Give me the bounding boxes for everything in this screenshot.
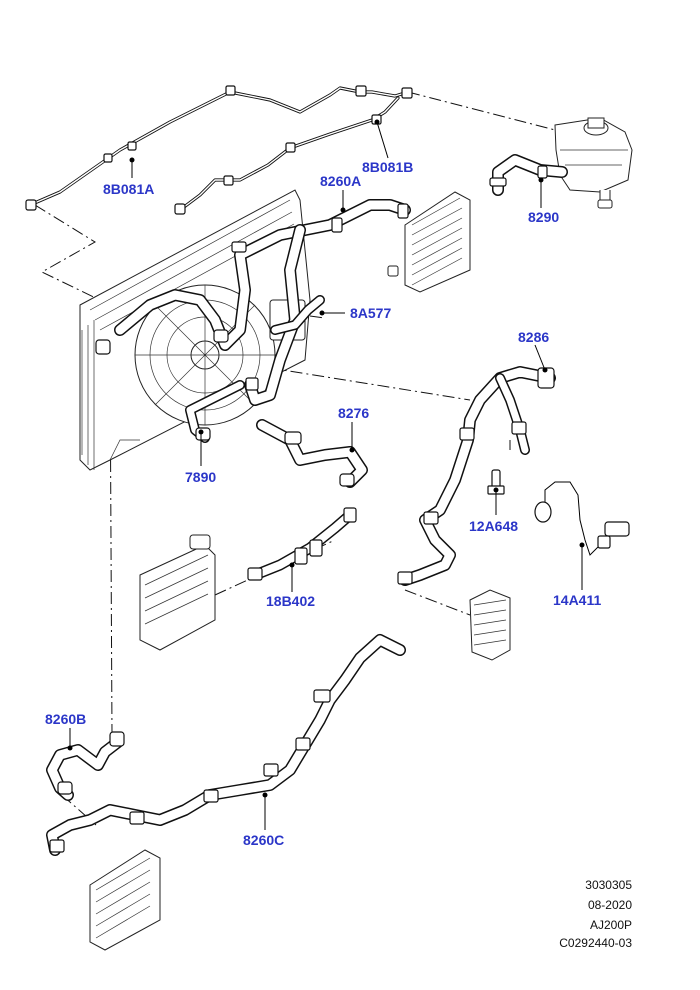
hose-8290[interactable] [489, 154, 568, 196]
vent-pipe-8b081a[interactable] [25, 85, 413, 211]
reference-date: 08-2020 [587, 898, 632, 912]
part-label-18b402[interactable]: 18B402 [266, 593, 315, 609]
part-label-7890[interactable]: 7890 [185, 469, 216, 485]
hose-7890[interactable] [185, 380, 245, 443]
hose-8276[interactable] [256, 419, 368, 488]
reference-illustration-id: C0292440-03 [559, 936, 632, 950]
part-label-8a577[interactable]: 8A577 [350, 305, 391, 321]
hose-8a577[interactable] [270, 295, 325, 335]
part-label-14a411[interactable]: 14A411 [553, 592, 601, 608]
oil-cooler [469, 589, 511, 661]
wiring-harness-14a411[interactable] [534, 481, 630, 556]
pipe-18b402[interactable] [247, 507, 357, 581]
hose-8260a[interactable] [95, 199, 411, 406]
part-label-8b081b[interactable]: 8B081B [362, 159, 413, 175]
part-label-8276[interactable]: 8276 [338, 405, 369, 421]
auxiliary-radiator-top [387, 191, 471, 293]
reference-model: AJ200P [589, 918, 632, 932]
hose-8286[interactable] [397, 366, 556, 586]
vent-pipe-8b081b[interactable] [174, 96, 400, 215]
part-label-8290[interactable]: 8290 [528, 209, 559, 225]
part-label-8b081a[interactable]: 8B081A [103, 181, 154, 197]
leader-lines [67, 119, 585, 830]
hose-8260b[interactable] [46, 731, 125, 801]
hose-8260c[interactable] [46, 634, 406, 856]
intercooler [139, 534, 216, 651]
reference-code: 3030305 [585, 878, 632, 892]
part-label-8260b[interactable]: 8260B [45, 711, 86, 727]
auxiliary-radiator-bottom [89, 849, 161, 951]
expansion-tank [554, 117, 633, 209]
part-label-8286[interactable]: 8286 [518, 329, 549, 345]
part-label-8260c[interactable]: 8260C [243, 832, 284, 848]
part-label-8260a[interactable]: 8260A [320, 173, 361, 189]
part-label-12a648[interactable]: 12A648 [469, 518, 518, 534]
